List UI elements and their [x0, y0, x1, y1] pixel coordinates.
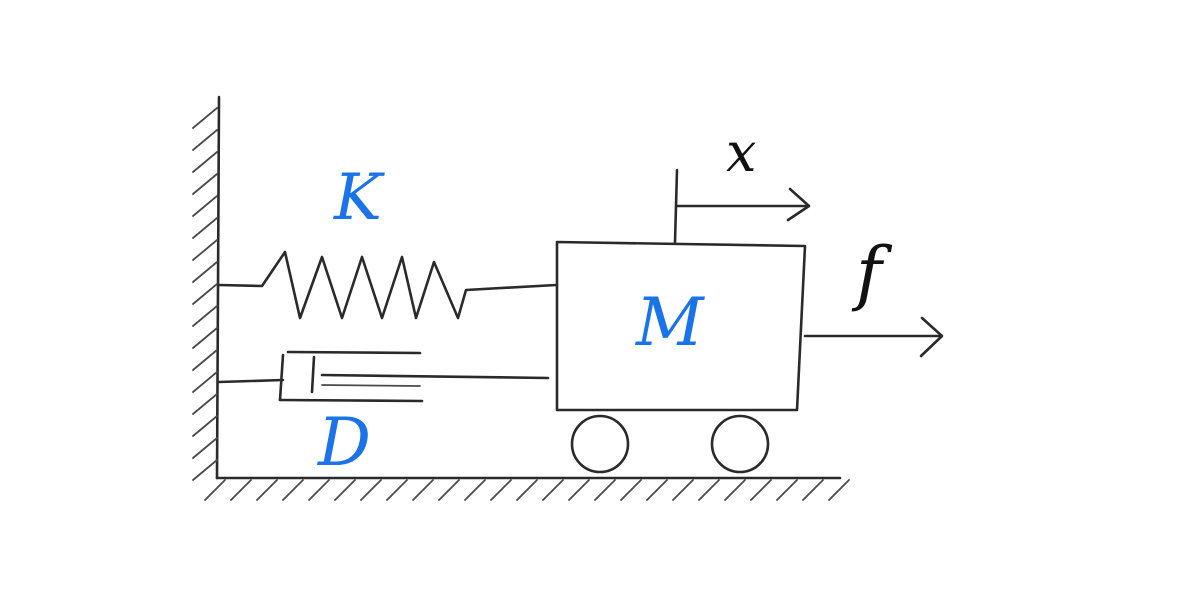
hatch-mark: [192, 371, 218, 393]
spring: [217, 250, 558, 320]
hatch-mark: [750, 479, 772, 501]
hatch-mark: [192, 283, 218, 305]
hatch-mark: [256, 479, 278, 501]
mass-label: M: [636, 284, 704, 361]
hatch-mark: [464, 479, 486, 501]
hatch-mark: [192, 393, 218, 415]
hatch-mark: [386, 479, 408, 501]
hatch-mark: [360, 479, 382, 501]
spring-constant-label: K: [334, 161, 382, 235]
wall: [192, 95, 221, 481]
hatch-mark: [192, 261, 218, 283]
hatch-mark: [724, 479, 746, 501]
hatch-mark: [620, 479, 642, 501]
damper: [217, 350, 550, 403]
hatch-mark: [204, 479, 226, 501]
hatch-mark: [334, 479, 356, 501]
force-arrow: [803, 316, 944, 358]
hatch-mark: [192, 415, 218, 437]
hatch-mark: [672, 479, 694, 501]
damping-coefficient-label: D: [318, 404, 371, 481]
hatch-mark: [192, 151, 218, 173]
hatch-mark: [776, 479, 798, 501]
hatch-mark: [698, 479, 720, 501]
force-label: f: [856, 232, 882, 314]
hatch-mark: [192, 459, 218, 481]
hatch-mark: [438, 479, 460, 501]
wall-hatching: [192, 107, 218, 481]
hatch-mark: [516, 479, 538, 501]
hatch-mark: [802, 479, 824, 501]
displacement-arrow: [673, 168, 811, 244]
hatch-mark: [192, 195, 218, 217]
wheel-left: [570, 414, 630, 474]
hatch-mark: [282, 479, 304, 501]
hatch-mark: [192, 305, 218, 327]
hatch-mark: [192, 437, 218, 459]
hatch-mark: [490, 479, 512, 501]
ground-hatching: [204, 479, 850, 501]
hatch-mark: [308, 479, 330, 501]
hatch-mark: [568, 479, 590, 501]
hatch-mark: [594, 479, 616, 501]
wheel-right: [710, 414, 770, 474]
hatch-mark: [192, 129, 218, 151]
hatch-mark: [192, 107, 218, 129]
hatch-mark: [230, 479, 252, 501]
hatch-mark: [542, 479, 564, 501]
mass-block: [555, 240, 807, 412]
hatch-mark: [192, 239, 218, 261]
hatch-mark: [192, 173, 218, 195]
displacement-label: x: [726, 121, 757, 184]
hatch-mark: [192, 217, 218, 239]
hatch-mark: [192, 349, 218, 371]
hatch-mark: [192, 327, 218, 349]
hatch-mark: [412, 479, 434, 501]
hatch-mark: [646, 479, 668, 501]
hatch-mark: [828, 479, 850, 501]
ground: [204, 476, 850, 501]
